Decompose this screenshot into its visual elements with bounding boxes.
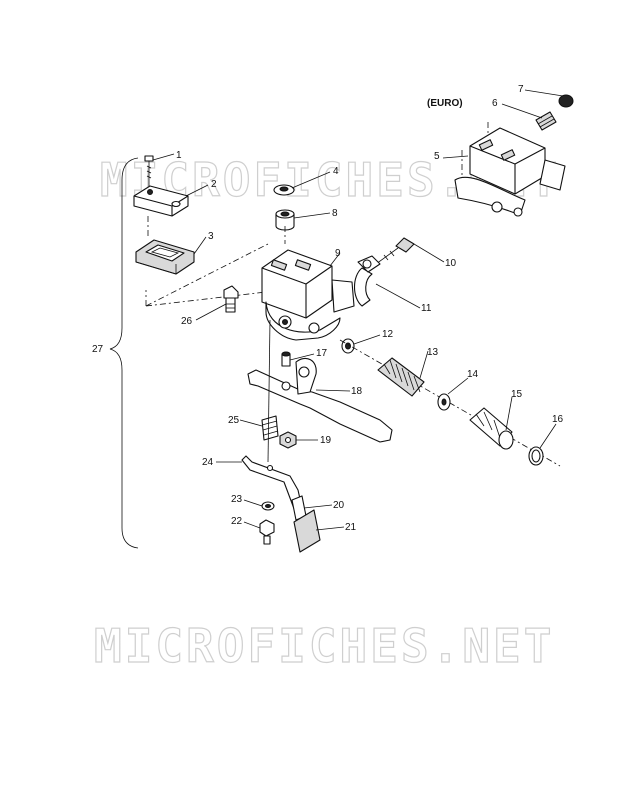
part-9-master-cylinder <box>261 249 355 341</box>
part-26-bolt <box>223 285 239 313</box>
callout-25: 25 <box>228 415 240 426</box>
euro-label: (EURO) <box>427 98 463 109</box>
part-2-cover <box>133 185 189 217</box>
callout-19: 19 <box>320 435 332 446</box>
euro-assembly <box>454 94 574 217</box>
part-11-clamp <box>353 255 381 307</box>
callout-17: 17 <box>316 348 328 359</box>
callout-24: 24 <box>202 457 214 468</box>
part-10-bolt <box>375 237 415 265</box>
callout-6: 6 <box>492 98 498 109</box>
callout-10: 10 <box>445 258 457 269</box>
part-18-lever <box>247 357 393 443</box>
callout-1: 1 <box>176 150 182 161</box>
part-13-spring <box>377 357 425 397</box>
part-8-grommet <box>275 209 295 231</box>
callout-11: 11 <box>421 303 432 314</box>
callout-7: 7 <box>518 84 524 95</box>
callout-18: 18 <box>351 386 363 397</box>
callout-14: 14 <box>467 369 479 380</box>
callout-27: 27 <box>92 344 104 355</box>
callout-16: 16 <box>552 414 564 425</box>
callout-13: 13 <box>427 347 439 358</box>
part-25-spring <box>261 415 279 441</box>
callout-4: 4 <box>333 166 339 177</box>
callout-15: 15 <box>511 389 523 400</box>
leader-lines <box>152 89 564 531</box>
part-19-nut <box>279 431 297 449</box>
callout-22: 22 <box>231 516 243 527</box>
part-17-bushing <box>281 351 291 367</box>
callout-5: 5 <box>434 151 440 162</box>
part-4-washer <box>273 184 295 196</box>
callout-9: 9 <box>335 248 341 259</box>
assembly-bracket <box>109 157 139 549</box>
callouts: 1 2 3 4 5 6 7 8 9 10 11 12 13 14 15 16 1… <box>92 84 564 533</box>
callout-8: 8 <box>332 208 338 219</box>
callout-26: 26 <box>181 316 193 327</box>
part-1-screw <box>144 155 154 188</box>
callout-21: 21 <box>345 522 357 533</box>
part-16-oring <box>528 446 544 466</box>
part-22-screw <box>259 519 275 545</box>
part-15-piston <box>469 407 514 450</box>
watermark-bottom: MICROFICHES.NET <box>94 619 554 673</box>
callout-20: 20 <box>333 500 345 511</box>
pivot-axis <box>267 319 271 463</box>
part-3-diaphragm <box>135 239 195 275</box>
part-21-plate <box>293 509 321 553</box>
callout-12: 12 <box>382 329 394 340</box>
part-14-ring <box>437 393 451 411</box>
part-23-washer <box>261 501 275 511</box>
callout-23: 23 <box>231 494 243 505</box>
callout-3: 3 <box>208 231 214 242</box>
alignment-lines <box>145 216 286 307</box>
part-12-washer <box>341 338 355 354</box>
callout-2: 2 <box>211 179 217 190</box>
